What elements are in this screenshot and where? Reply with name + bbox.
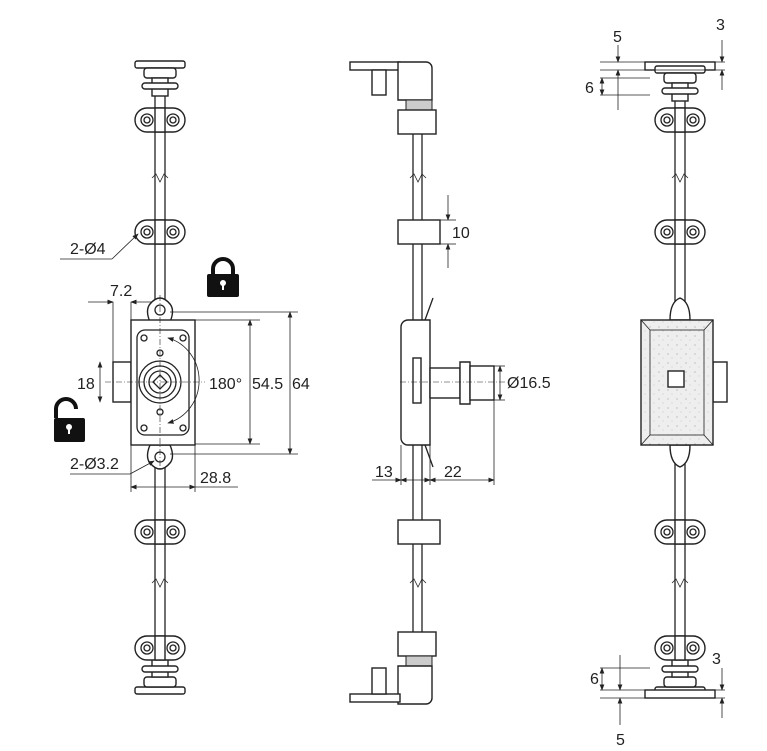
guide-height-label: 10	[452, 225, 470, 242]
body-width-label: 28.8	[200, 470, 231, 487]
top-offset-label: 5	[613, 29, 622, 46]
side-view: 10 Ø16.5 13 22	[349, 61, 551, 705]
top-thickness-label: 3	[716, 17, 725, 34]
lock-open-icon	[54, 397, 85, 442]
bottom-offset-label: 5	[616, 732, 625, 749]
rear-view: 5 6 3 6 5 3	[585, 17, 728, 749]
offset-label: 7.2	[110, 283, 132, 300]
front-view: 2-Ø4 7.2 18 180° 54.5 64 2-Ø3.2 28.8	[54, 60, 310, 695]
cylinder-length-label: 22	[444, 464, 462, 481]
overall-height-label: 64	[292, 376, 310, 393]
body-height-label: 54.5	[252, 376, 283, 393]
mount-hole-label: 2-Ø4	[70, 241, 106, 258]
bottom-height-label: 6	[590, 671, 599, 688]
tab-hole-label: 2-Ø3.2	[70, 456, 119, 473]
bolt-height-label: 18	[77, 376, 95, 393]
top-height-label: 6	[585, 80, 594, 97]
cylinder-diameter-label: Ø16.5	[507, 375, 551, 392]
lock-closed-icon	[207, 257, 239, 297]
body-depth-label: 13	[375, 464, 393, 481]
rotation-label: 180°	[209, 376, 242, 393]
bottom-thickness-label: 3	[712, 651, 721, 668]
